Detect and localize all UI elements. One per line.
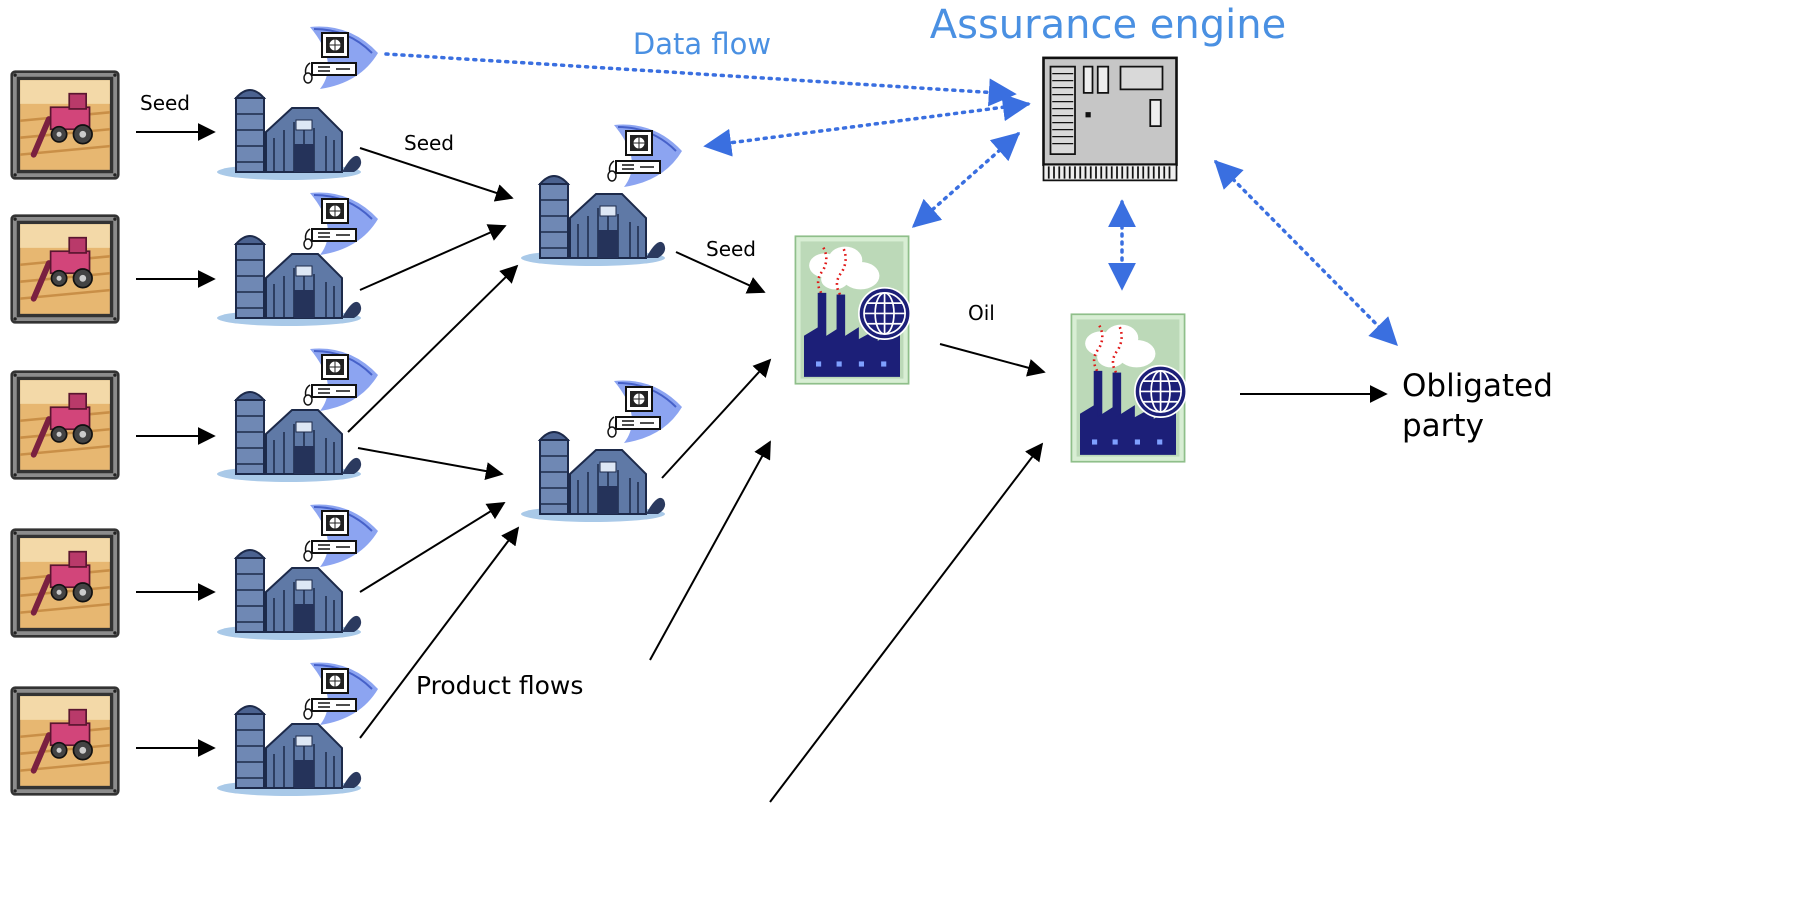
refinery-factory-icon [1069, 312, 1188, 464]
silo-barn-icon [216, 549, 363, 640]
computer-terminal-icon [606, 123, 684, 189]
computer-terminal-icon [302, 661, 380, 727]
seed-label-hub: Seed [706, 237, 756, 261]
silo-barn-icon [520, 175, 667, 266]
arrow-product-crusher [649, 440, 771, 661]
arrow-silo3-hub2 [357, 447, 504, 480]
harvester-in-field-icon [12, 530, 119, 637]
computer-terminal-icon [606, 379, 684, 445]
obligated-party-label-line2: party [1402, 408, 1484, 444]
arrow-hub1-crusher [675, 251, 766, 294]
silo-barn-icon [520, 431, 667, 522]
data-arrow-silo-engine [384, 52, 1017, 107]
obligated-party-label-line1: Obligated [1402, 368, 1553, 404]
arrow-silo2-hub1 [359, 224, 507, 291]
computer-terminal-icon [302, 347, 380, 413]
harvester-in-field-icon [12, 72, 119, 179]
arrow-hub2-crusher [661, 358, 772, 479]
seed-label-silo: Seed [404, 131, 454, 155]
harvester-in-field-icon [12, 688, 119, 795]
data-arrow-engine-hub [703, 93, 1031, 157]
seed-label-farm: Seed [140, 91, 190, 115]
computer-terminal-icon [302, 25, 380, 91]
server-computer-icon [1042, 56, 1178, 182]
arrow-silo4-hub2 [359, 502, 506, 593]
crusher-factory-icon [793, 234, 912, 386]
oil-label: Oil [968, 301, 995, 325]
harvester-in-field-icon [12, 216, 119, 323]
arrow-crusher-refinery [939, 343, 1046, 377]
silo-barn-icon [216, 89, 363, 180]
computer-terminal-icon [302, 503, 380, 569]
product-flow-arrows [136, 123, 1388, 803]
assurance-engine-title: Assurance engine [930, 2, 1286, 48]
arrow-product-refinery [769, 442, 1044, 803]
farm-row-5 [12, 688, 119, 795]
farm-row-3 [12, 372, 119, 479]
arrow-silo5-hub2 [359, 526, 520, 739]
farm-row-2 [12, 216, 119, 323]
harvester-in-field-icon [12, 372, 119, 479]
product-flows-label: Product flows [416, 671, 583, 700]
farm-row-1 [12, 72, 119, 179]
arrow-silo3-hub1 [347, 264, 519, 433]
data-flow-label: Data flow [633, 27, 771, 61]
data-arrow-engine-crusher [911, 132, 1021, 228]
farm-row-4 [12, 530, 119, 637]
arrow-silo1-hub1 [359, 147, 514, 202]
computer-terminal-icon [302, 191, 380, 257]
data-flow-arrows [384, 52, 1398, 346]
data-arrow-engine-obligated [1214, 160, 1398, 346]
